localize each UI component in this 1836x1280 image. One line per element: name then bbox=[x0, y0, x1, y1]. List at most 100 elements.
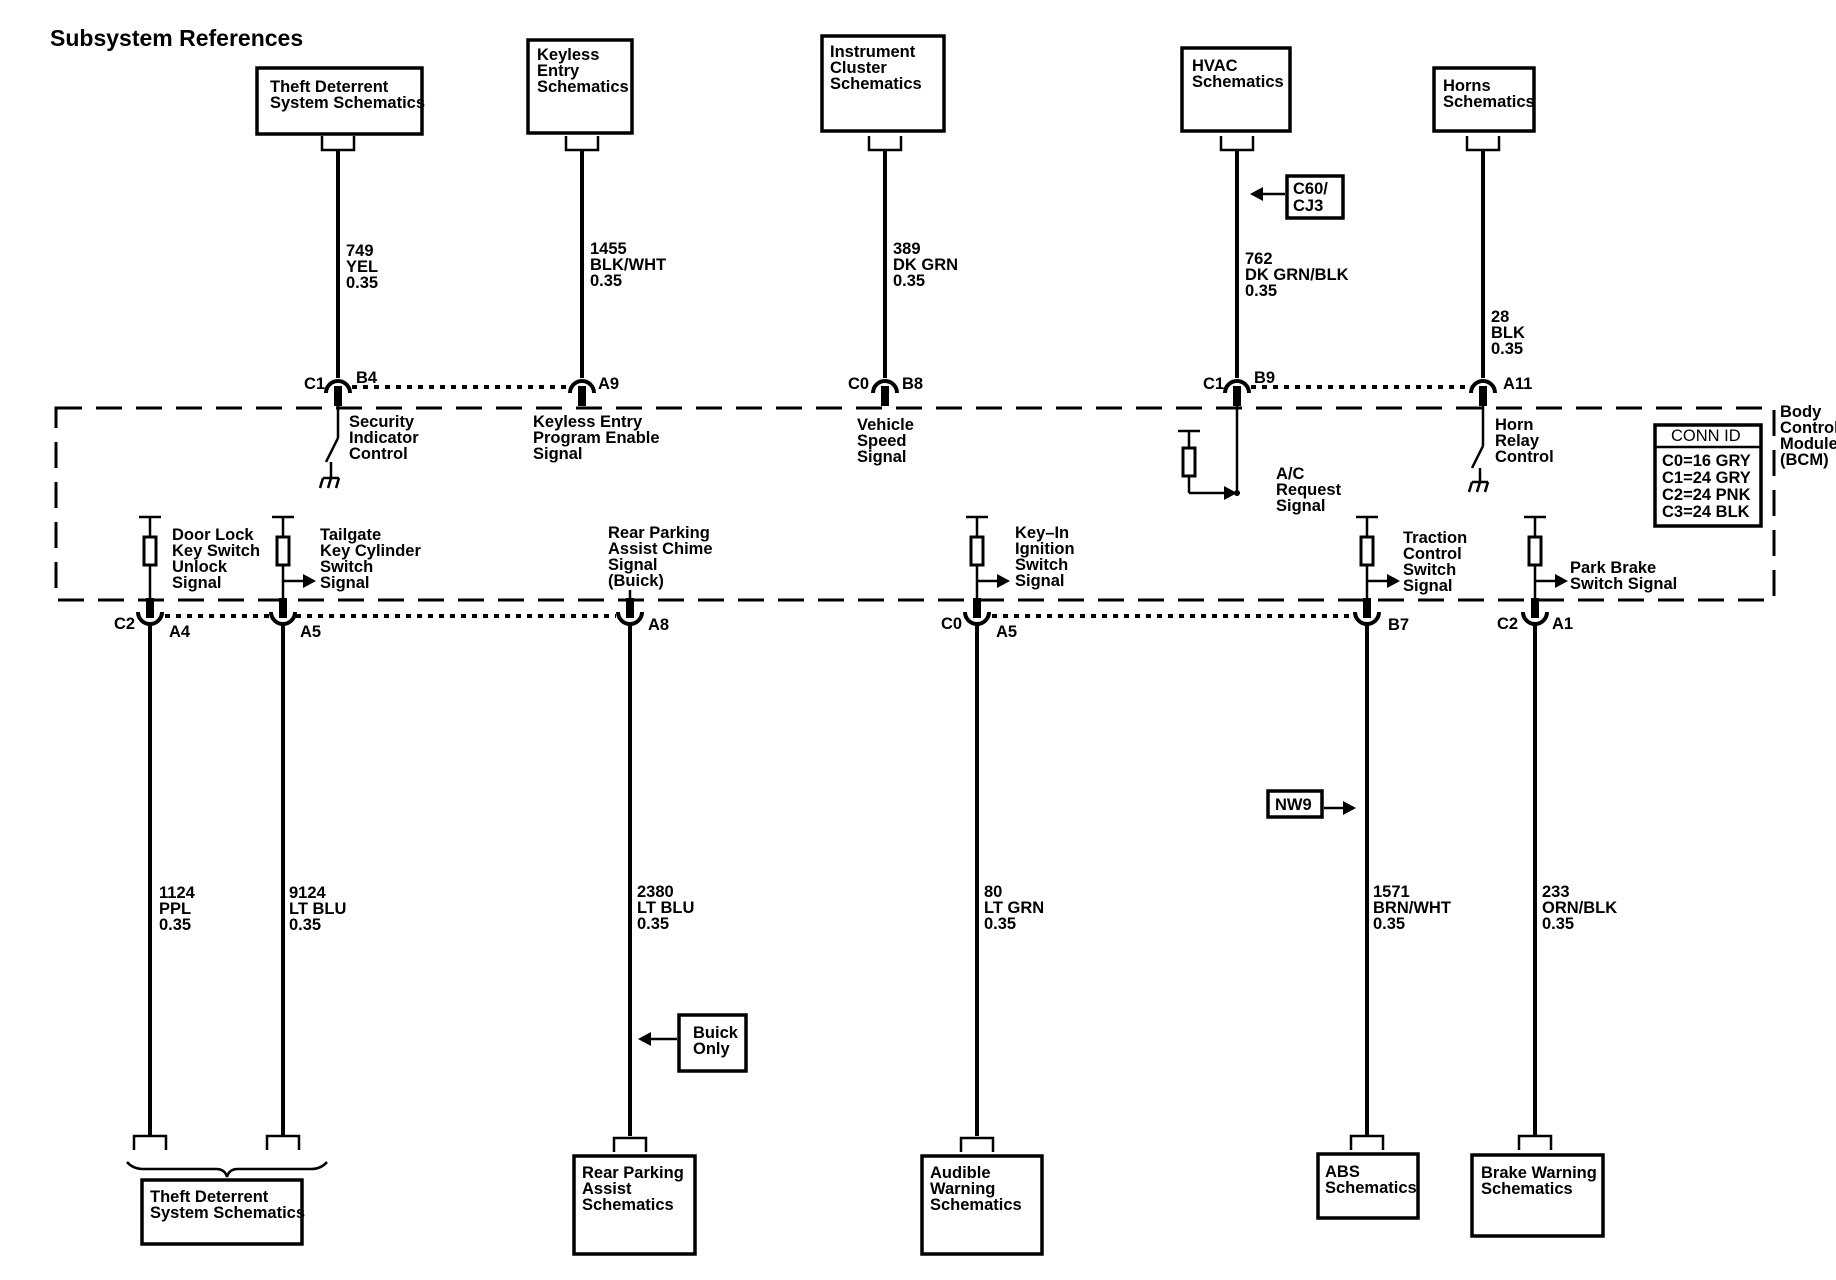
svg-text:(BCM): (BCM) bbox=[1780, 451, 1829, 469]
bottom-pin-b7: B7 bbox=[1353, 598, 1409, 634]
svg-text:9124: 9124 bbox=[289, 884, 327, 902]
svg-text:B4: B4 bbox=[356, 369, 378, 387]
svg-text:A/C: A/C bbox=[1276, 465, 1305, 483]
svg-text:DK GRN/BLK: DK GRN/BLK bbox=[1245, 266, 1349, 284]
bottom-box-theft-deterrent: Theft Deterrent System Schematics bbox=[126, 1134, 328, 1246]
top-box-theft-deterrent: Theft Deterrent System Schematics bbox=[255, 66, 425, 152]
svg-text:Signal: Signal bbox=[857, 448, 907, 466]
svg-text:A5: A5 bbox=[300, 623, 321, 641]
svg-text:1455: 1455 bbox=[590, 240, 627, 258]
svg-text:28: 28 bbox=[1491, 308, 1509, 326]
svg-text:Only: Only bbox=[693, 1040, 730, 1058]
svg-text:Control: Control bbox=[1495, 448, 1554, 466]
svg-text:0.35: 0.35 bbox=[346, 274, 378, 292]
arrow-left-icon bbox=[1250, 187, 1263, 201]
page-title: Subsystem References bbox=[50, 25, 303, 51]
svg-text:Park Brake: Park Brake bbox=[1570, 559, 1656, 577]
bottom-pin-a1: C2 A1 bbox=[1497, 598, 1573, 633]
top-box-instrument-cluster: Instrument Cluster Schematics bbox=[820, 34, 946, 152]
pullup-park-brake bbox=[1524, 515, 1568, 600]
bcm-boundary bbox=[54, 406, 1776, 602]
svg-text:Indicator: Indicator bbox=[349, 429, 419, 447]
svg-text:Key Cylinder: Key Cylinder bbox=[320, 542, 421, 560]
svg-text:2380: 2380 bbox=[637, 883, 674, 901]
svg-text:Key Switch: Key Switch bbox=[172, 542, 260, 560]
svg-text:Control: Control bbox=[349, 445, 408, 463]
svg-text:C1: C1 bbox=[304, 375, 325, 393]
svg-text:LT BLU: LT BLU bbox=[289, 900, 346, 918]
top-box-horns: Horns Schematics bbox=[1432, 66, 1536, 152]
svg-text:0.35: 0.35 bbox=[289, 916, 321, 934]
box-text: Schematics bbox=[1192, 73, 1284, 91]
svg-text:LT GRN: LT GRN bbox=[984, 899, 1044, 917]
box-text: Schematics bbox=[1443, 93, 1535, 111]
box-text: HVAC bbox=[1192, 57, 1238, 75]
svg-text:Signal: Signal bbox=[320, 574, 370, 592]
svg-text:A1: A1 bbox=[1552, 615, 1573, 633]
svg-text:Speed: Speed bbox=[857, 432, 907, 450]
svg-text:C3=24 BLK: C3=24 BLK bbox=[1662, 503, 1750, 521]
wire-label-233: 233 ORN/BLK 0.35 bbox=[1542, 883, 1617, 933]
svg-text:Signal: Signal bbox=[1015, 572, 1065, 590]
horn-relay-switch bbox=[1467, 404, 1490, 493]
bottom-box-brake-warning: Brake Warning Schematics bbox=[1470, 1134, 1605, 1238]
svg-text:NW9: NW9 bbox=[1275, 796, 1312, 814]
buick-only-note: Buick Only bbox=[638, 1013, 748, 1073]
svg-text:ORN/BLK: ORN/BLK bbox=[1542, 899, 1617, 917]
box-text: Keyless bbox=[537, 46, 599, 64]
svg-text:A5: A5 bbox=[996, 623, 1017, 641]
top-box-hvac: HVAC Schematics bbox=[1180, 46, 1292, 152]
nw9-reference: NW9 bbox=[1266, 789, 1356, 819]
box-text: Warning bbox=[930, 1180, 995, 1198]
arrow-right-icon bbox=[997, 574, 1010, 588]
arrow-right-icon bbox=[1224, 486, 1237, 500]
svg-text:Request: Request bbox=[1276, 481, 1342, 499]
svg-text:Unlock: Unlock bbox=[172, 558, 228, 576]
bottom-box-rear-parking-assist: Rear Parking Assist Schematics bbox=[572, 1136, 697, 1256]
svg-text:0.35: 0.35 bbox=[984, 915, 1016, 933]
box-text: Brake Warning bbox=[1481, 1164, 1597, 1182]
top-pin-b4: C1 B4 bbox=[304, 369, 378, 406]
svg-text:Signal: Signal bbox=[608, 556, 658, 574]
svg-text:B7: B7 bbox=[1388, 616, 1409, 634]
box-text: Schematics bbox=[930, 1196, 1022, 1214]
svg-text:0.35: 0.35 bbox=[1491, 340, 1523, 358]
svg-text:A9: A9 bbox=[598, 375, 619, 393]
bottom-pin-a5-tailgate: A5 bbox=[269, 598, 321, 641]
bottom-box-audible-warning: Audible Warning Schematics bbox=[920, 1136, 1044, 1256]
box-text: Rear Parking bbox=[582, 1164, 684, 1182]
signal-vehicle-speed: Vehicle Speed Signal bbox=[857, 416, 914, 466]
svg-text:Signal: Signal bbox=[1276, 497, 1326, 515]
svg-text:0.35: 0.35 bbox=[159, 916, 191, 934]
box-text: System Schematics bbox=[270, 94, 425, 112]
box-text: Theft Deterrent bbox=[150, 1188, 269, 1206]
svg-text:YEL: YEL bbox=[346, 258, 378, 276]
svg-text:C2: C2 bbox=[114, 615, 135, 633]
box-text: ABS bbox=[1325, 1163, 1360, 1181]
bottom-box-abs: ABS Schematics bbox=[1316, 1134, 1420, 1220]
svg-text:C60/: C60/ bbox=[1293, 180, 1328, 198]
pullup-traction bbox=[1356, 515, 1400, 600]
signal-tailgate: Tailgate Key Cylinder Switch Signal bbox=[320, 526, 421, 592]
svg-text:CJ3: CJ3 bbox=[1293, 197, 1323, 215]
svg-text:Rear Parking: Rear Parking bbox=[608, 524, 710, 542]
svg-text:Body: Body bbox=[1780, 403, 1822, 421]
svg-text:Keyless Entry: Keyless Entry bbox=[533, 413, 643, 431]
svg-text:A4: A4 bbox=[169, 623, 191, 641]
svg-text:C0: C0 bbox=[941, 615, 962, 633]
svg-text:0.35: 0.35 bbox=[1245, 282, 1277, 300]
box-text: Instrument bbox=[830, 43, 916, 61]
svg-text:Switch: Switch bbox=[320, 558, 373, 576]
wire-label-2380: 2380 LT BLU 0.35 bbox=[637, 883, 694, 933]
svg-text:Switch: Switch bbox=[1015, 556, 1068, 574]
signal-door-lock: Door Lock Key Switch Unlock Signal bbox=[172, 526, 260, 592]
top-pin-b8: C0 B8 bbox=[848, 375, 923, 406]
svg-text:1571: 1571 bbox=[1373, 883, 1410, 901]
ac-request-circuit bbox=[1178, 404, 1240, 500]
svg-text:1124: 1124 bbox=[159, 884, 196, 902]
svg-text:BLK: BLK bbox=[1491, 324, 1525, 342]
svg-text:A8: A8 bbox=[648, 616, 669, 634]
svg-text:CONN ID: CONN ID bbox=[1671, 427, 1741, 445]
svg-text:Module: Module bbox=[1780, 435, 1836, 453]
svg-text:0.35: 0.35 bbox=[1542, 915, 1574, 933]
